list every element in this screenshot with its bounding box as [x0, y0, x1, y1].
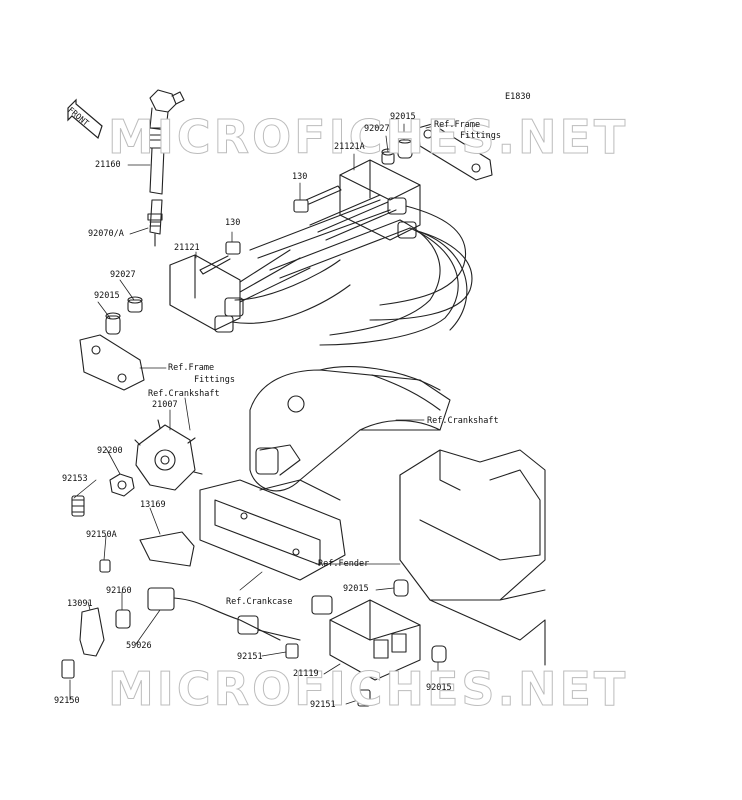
ignitor-21119 — [311, 595, 421, 681]
part-label-92151-lower: 92151 — [310, 700, 336, 710]
spark-plug — [147, 199, 163, 247]
spacer-92160 — [115, 609, 131, 629]
part-label-92015-ignitor-top: 92015 — [343, 584, 369, 594]
part-label-92153: 92153 — [62, 474, 88, 484]
ref-frame-fittings-top-line2: Fittings — [460, 131, 501, 141]
part-label-92027-upper: 92027 — [364, 124, 390, 134]
leader-lines — [69, 123, 439, 705]
damper-92027-left — [127, 296, 143, 313]
part-label-92151-upper: 92151 — [237, 652, 263, 662]
front-arrow-icon — [67, 98, 103, 140]
part-label-21119: 21119 — [293, 669, 319, 679]
part-label-130-upper: 130 — [292, 172, 308, 182]
ref-crankshaft-left: Ref.Crankshaft — [148, 389, 220, 399]
part-label-92160: 92160 — [106, 586, 132, 596]
ignition-coil-21121A — [309, 159, 473, 321]
bracket-13091 — [79, 607, 105, 657]
plug-wires-lower — [231, 199, 468, 346]
pickup-coil-59026 — [147, 587, 301, 641]
part-label-130-left: 130 — [225, 218, 241, 228]
collar-92015-left — [105, 312, 121, 335]
bolt-92153 — [71, 495, 85, 517]
part-label-92150A: 92150A — [86, 530, 117, 540]
ref-frame-fittings-left-line1: Ref.Frame — [168, 363, 215, 373]
ignition-stick-coil — [147, 89, 185, 195]
part-label-92015-upper: 92015 — [390, 112, 416, 122]
nut-92200 — [109, 473, 135, 497]
part-label-21007: 21007 — [152, 400, 178, 410]
collar-92015-ignitor-bottom — [431, 645, 447, 663]
part-label-92015-ignitor-bottom: 92015 — [426, 683, 452, 693]
watermark-bottom: MICROFICHES.NET — [107, 662, 629, 717]
ref-frame-fittings-top-line1: Ref.Frame — [434, 120, 481, 130]
rear-frame — [399, 449, 546, 666]
bolt-92151-upper — [285, 643, 299, 659]
part-label-92015-left: 92015 — [94, 291, 120, 301]
bolt-92150A — [99, 559, 111, 573]
watermark-top: MICROFICHES.NET — [107, 110, 629, 165]
bracket-13169 — [139, 531, 195, 567]
collar-92015-upper — [397, 136, 413, 159]
ref-frame-fittings-left-line2: Fittings — [194, 375, 235, 385]
bolt-92151-lower — [357, 689, 371, 707]
part-label-13091: 13091 — [67, 599, 93, 609]
part-label-21121A: 21121A — [334, 142, 365, 152]
bolt-130-upper — [293, 185, 342, 213]
bolt-92150 — [61, 659, 75, 679]
part-label-92150: 92150 — [54, 696, 80, 706]
part-label-92070A: 92070/A — [88, 229, 124, 239]
frame-bracket-upper — [417, 123, 493, 181]
part-label-92027-left: 92027 — [110, 270, 136, 280]
collar-92015-ignitor-top — [393, 579, 409, 597]
part-label-59026: 59026 — [126, 641, 152, 651]
timing-rotor — [134, 419, 203, 491]
part-label-21160: 21160 — [95, 160, 121, 170]
diagram-code: E1830 — [505, 92, 531, 102]
crankcase-cover — [199, 479, 346, 581]
part-label-13169: 13169 — [140, 500, 166, 510]
ignition-coil-21121 — [169, 249, 311, 333]
ref-fender: Ref.Fender — [318, 559, 370, 569]
ref-crankcase: Ref.Crankcase — [226, 597, 293, 607]
part-label-92200: 92200 — [97, 446, 123, 456]
ref-crankshaft-right: Ref.Crankshaft — [427, 416, 499, 426]
crankshaft — [249, 366, 451, 492]
frame-bracket-left — [79, 334, 145, 391]
part-label-21121: 21121 — [174, 243, 200, 253]
